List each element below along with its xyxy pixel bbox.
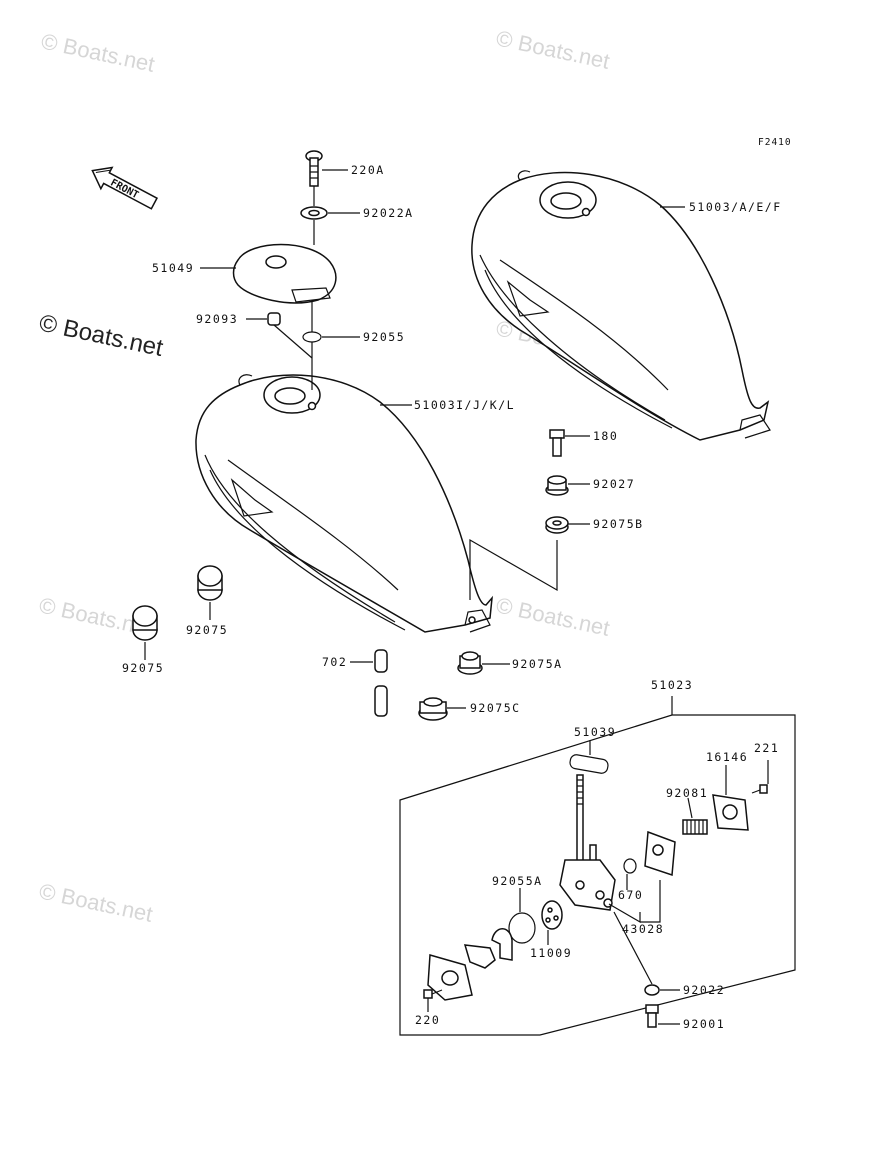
leader-lines <box>144 169 769 1025</box>
label-670: 670 <box>618 888 643 902</box>
label-92075-lower: 92075 <box>122 661 164 675</box>
fuel-tank-right <box>471 170 771 441</box>
lever <box>491 928 513 961</box>
grommet-92075A <box>457 651 483 675</box>
label-92055A: 92055A <box>492 874 543 888</box>
bolt-180 <box>549 429 565 457</box>
grommet-92075B <box>545 516 569 534</box>
o-ring-92055 <box>302 331 322 343</box>
cover-16146 <box>712 794 749 831</box>
grommet-92075C <box>418 697 448 721</box>
label-92075A: 92075A <box>512 657 563 671</box>
part-labels: 220A 92022A 51049 92093 92055 51003/A/E/… <box>122 163 782 1031</box>
label-220A: 220A <box>351 163 385 177</box>
label-11009: 11009 <box>530 946 572 960</box>
fuel-cap <box>232 243 337 304</box>
label-221: 221 <box>754 741 779 755</box>
label-220: 220 <box>415 1013 440 1027</box>
fuel-cock-body <box>559 774 616 911</box>
label-92075B: 92075B <box>593 517 644 531</box>
o-ring-92055A <box>508 912 536 944</box>
bolt-92001 <box>645 1004 659 1028</box>
watermark: © Boats.net <box>494 592 612 640</box>
label-51039: 51039 <box>574 725 616 739</box>
fuel-tank-left <box>195 374 493 633</box>
front-arrow-icon: FRONT <box>91 166 159 210</box>
label-702: 702 <box>322 655 347 669</box>
figure-id: F2410 <box>758 137 792 148</box>
bolt-220A <box>305 150 323 187</box>
label-51023: 51023 <box>651 678 693 692</box>
rubber-92075-lower <box>132 605 158 641</box>
nut-92093 <box>267 312 281 326</box>
o-ring-670 <box>623 858 637 874</box>
watermark-dark: © Boats.net <box>37 309 166 362</box>
label-51049: 51049 <box>152 261 194 275</box>
spring-92081 <box>682 819 708 835</box>
collar-92027 <box>545 475 569 496</box>
label-92022A: 92022A <box>363 206 414 220</box>
washer-92022 <box>644 984 660 996</box>
label-92022: 92022 <box>683 983 725 997</box>
label-92093: 92093 <box>196 312 238 326</box>
label-92081: 92081 <box>666 786 708 800</box>
label-92055: 92055 <box>363 330 405 344</box>
seal <box>463 944 496 969</box>
watermark: © Boats.net <box>494 25 612 73</box>
filter-11009 <box>541 900 563 930</box>
label-92075-upper: 92075 <box>186 623 228 637</box>
label-16146: 16146 <box>706 750 748 764</box>
hose-702 <box>374 649 388 717</box>
label-51003AEF: 51003/A/E/F <box>689 200 782 214</box>
label-92027: 92027 <box>593 477 635 491</box>
label-180: 180 <box>593 429 618 443</box>
label-51003IJKL: 51003I/J/K/L <box>414 398 515 412</box>
label-92001: 92001 <box>683 1017 725 1031</box>
diaphragm-43028 <box>644 830 676 877</box>
watermark: © Boats.net <box>39 28 157 76</box>
plate-220 <box>427 954 473 1001</box>
gasket-51039 <box>569 754 609 774</box>
label-92075C: 92075C <box>470 701 521 715</box>
rubber-92075-upper <box>197 565 223 601</box>
label-43028: 43028 <box>622 922 664 936</box>
screw-221 <box>751 784 768 794</box>
watermark: © Boats.net <box>37 878 155 926</box>
